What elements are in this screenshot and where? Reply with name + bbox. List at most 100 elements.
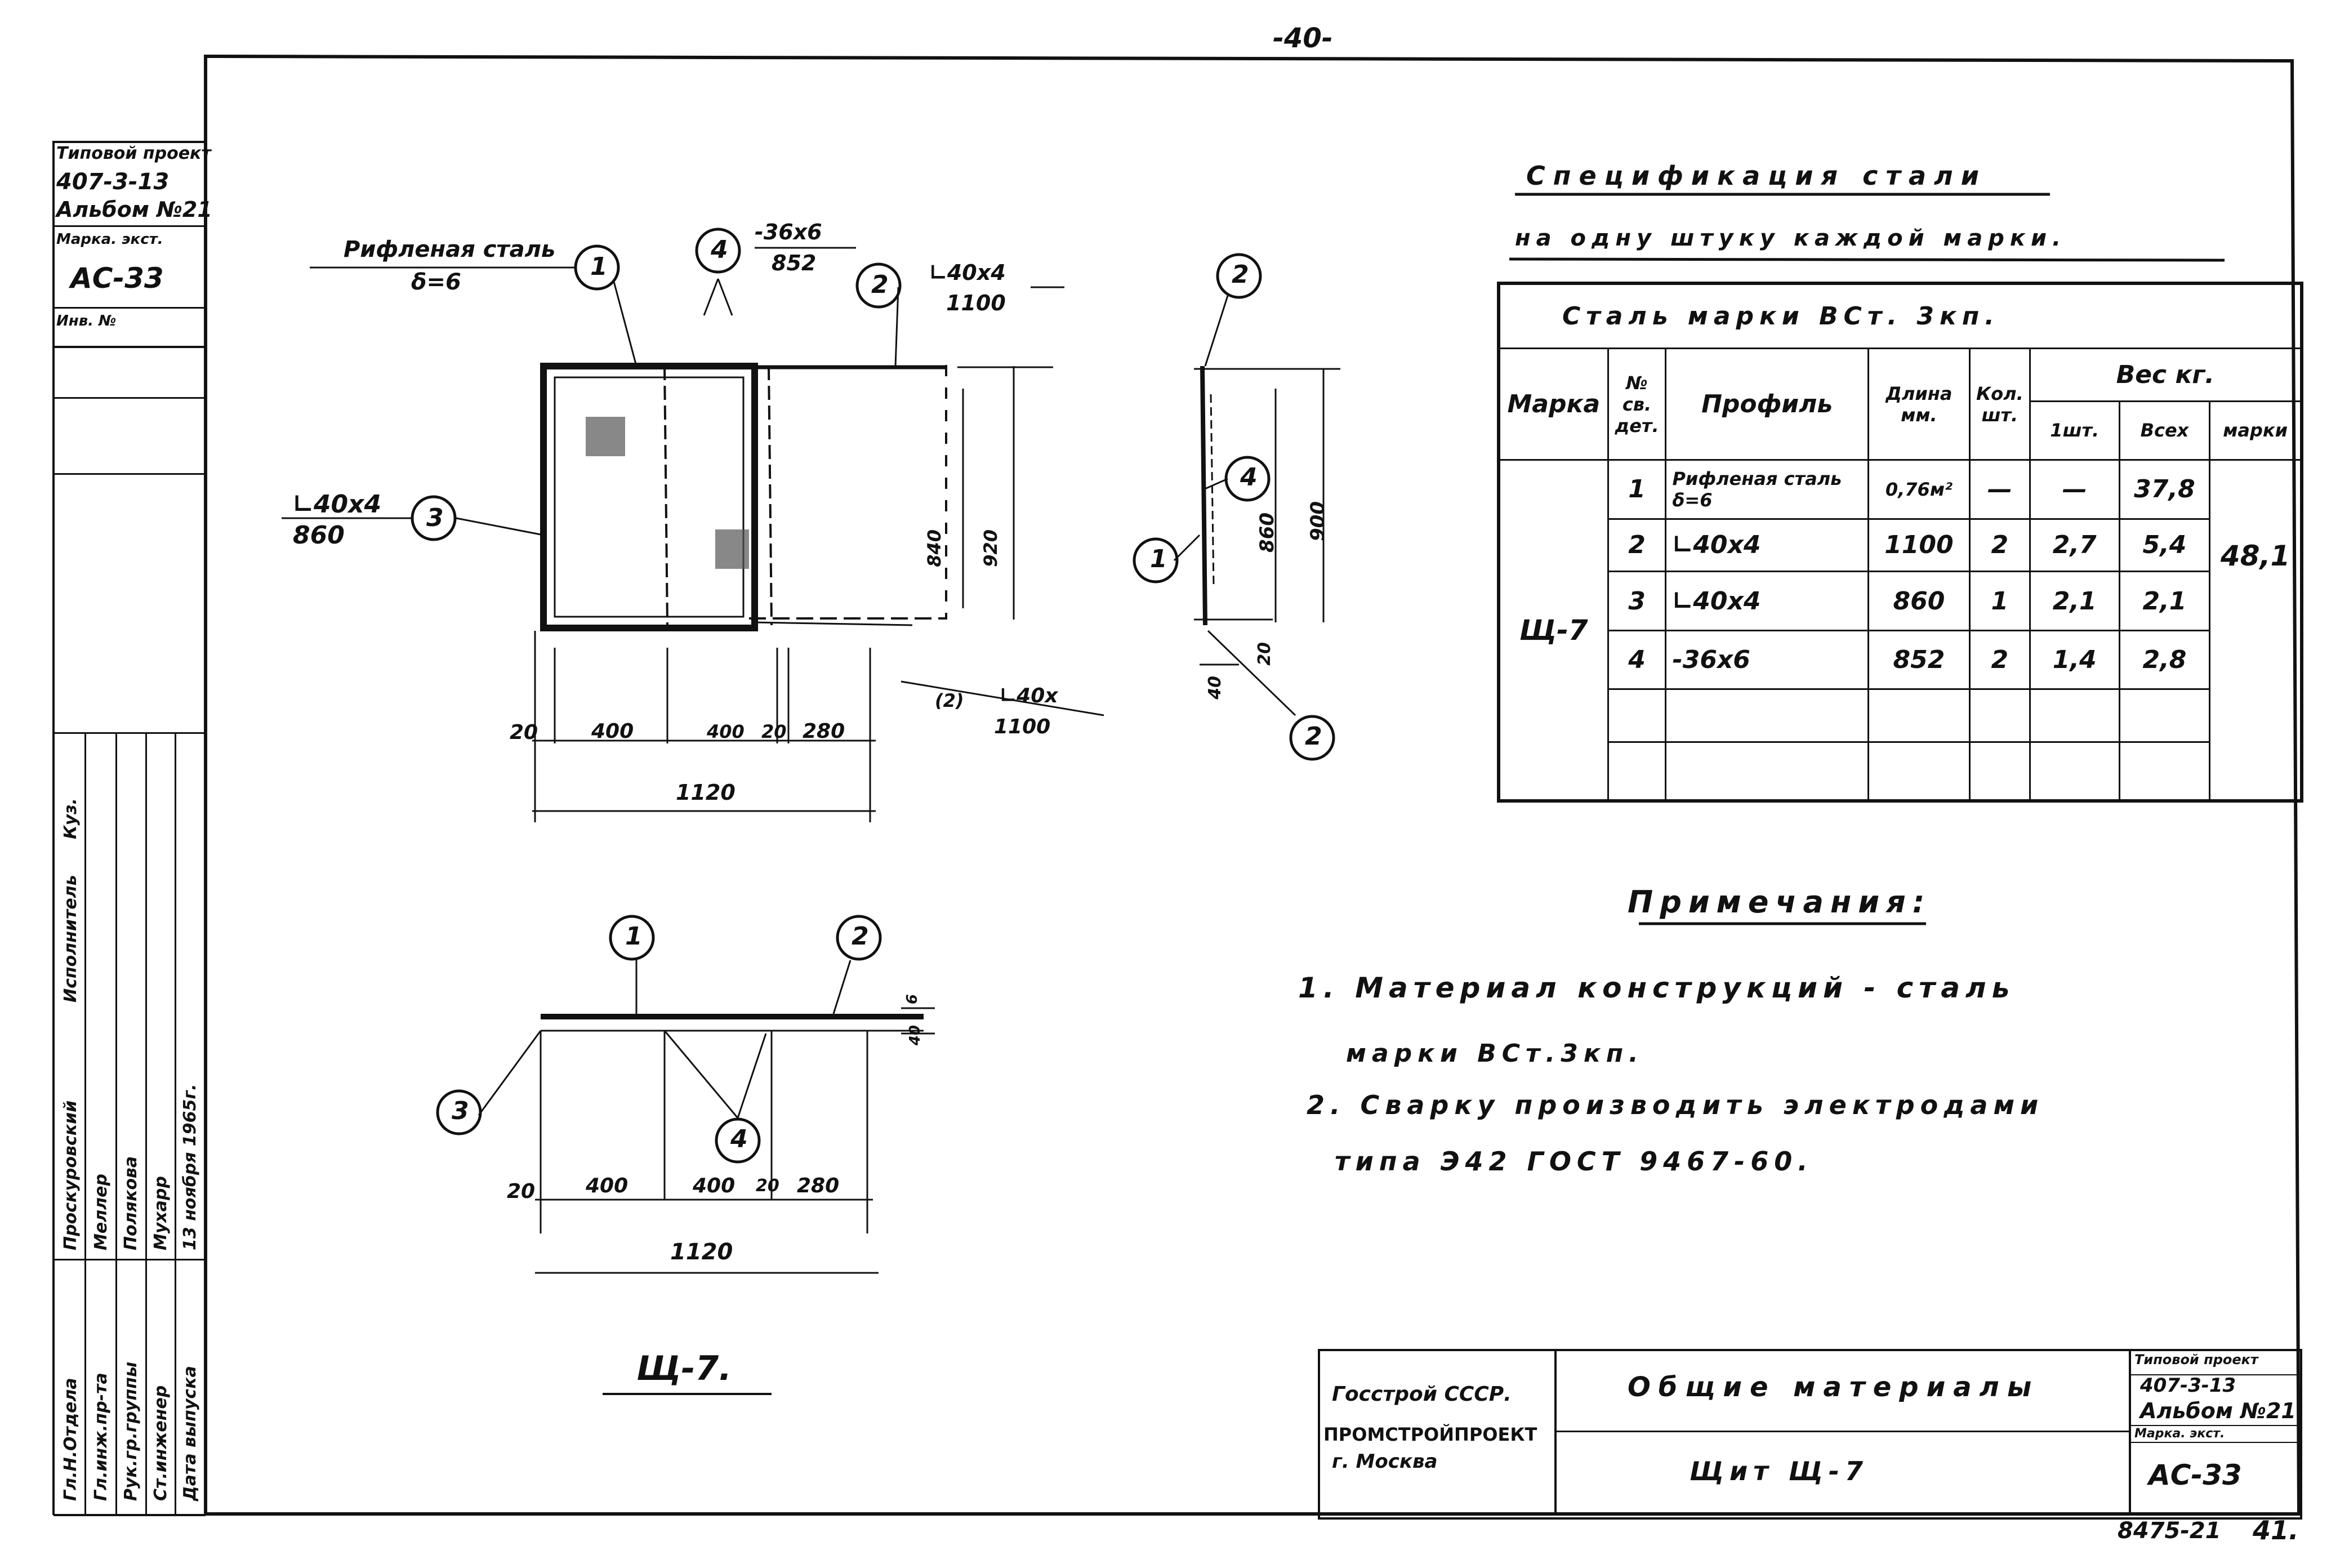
plan-dim-3: 400 <box>707 721 745 742</box>
plan-dim-1: 20 <box>510 721 538 744</box>
notes-title: Примечания: <box>1628 884 1932 920</box>
side-dim-860: 860 <box>1256 513 1278 553</box>
spec-h-qty: Кол. шт. <box>1968 348 2031 461</box>
title-block <box>1318 1349 2302 1520</box>
table-row: Щ-7 1 Рифленая сталь δ=6 0,76м² — — 37,8… <box>1497 459 2303 802</box>
spec-table: Сталь марки ВСт. 3кп. Марка № св. дет. П… <box>1497 282 2303 803</box>
side-num-1: 1 <box>1150 545 1167 573</box>
stamp-executor-name: Куз. <box>61 798 81 839</box>
footer-sheet: 41. <box>2253 1515 2299 1545</box>
spec-cell-profile: -36х6 <box>1665 629 1869 691</box>
notes-line-2: 2. Сварку производить электродами <box>1307 1090 2044 1120</box>
dim-840: 840 <box>924 529 945 567</box>
stamp-project: 407-3-13 <box>56 169 170 195</box>
spec-cell-n: 3 <box>1607 571 1667 631</box>
sheet-frame <box>204 54 2301 1516</box>
section-num-1: 1 <box>625 922 643 951</box>
section-num-4: 4 <box>730 1125 748 1153</box>
spec-cell-w1: 2,7 <box>2029 518 2120 573</box>
section-dim-4: 20 <box>756 1176 779 1196</box>
spec-cell-n: 2 <box>1607 518 1667 573</box>
tb-org-2: ПРОМСТРОЙПРОЕКТ <box>1323 1424 1537 1445</box>
plan-view <box>282 228 1104 822</box>
table-row: 2 ∟40х4 1100 2 2,7 5,4 <box>1499 518 2302 573</box>
spec-cell-profile: Рифленая сталь δ=6 <box>1665 459 1869 520</box>
spec-h-w-all: Всех <box>2118 400 2211 461</box>
tb-mark: АС-33 <box>2149 1459 2242 1491</box>
stamp-mark-label: Марка. экст. <box>56 231 163 248</box>
side-dim-900: 900 <box>1307 501 1329 541</box>
stamp-name-1: Проскуровский <box>61 1100 81 1250</box>
table-row: 4 -36х6 852 2 1,4 2,8 <box>1499 629 2302 691</box>
section-dim-1: 20 <box>507 1180 536 1203</box>
stamp-role-3: Рук.гр.группы <box>121 1361 141 1501</box>
spec-h-length: Длина мм. <box>1867 348 1971 461</box>
callout-1-sub: δ=6 <box>411 269 461 295</box>
tb-mark-label: Марка. экст. <box>2134 1427 2225 1441</box>
callout-4-num: 4 <box>711 235 728 264</box>
stamp-role-1: Гл.Н.Отдела <box>61 1378 81 1501</box>
side-dim-40: 40 <box>1205 676 1225 700</box>
spec-cell-wall: 37,8 <box>2118 459 2211 520</box>
stamp-name-5: 13 ноября 1965г. <box>180 1084 200 1251</box>
side-num-2-bot: 2 <box>1305 722 1322 751</box>
table-row <box>1499 741 2302 802</box>
section-dim-total: 1120 <box>670 1239 733 1265</box>
spec-h-mark: Марка <box>1497 348 1609 461</box>
spec-cell-qty: 1 <box>1968 571 2031 631</box>
spec-cell-profile: ∟40х4 <box>1665 571 1869 631</box>
page-number: -40- <box>1273 23 1333 54</box>
dim-920: 920 <box>980 529 1001 567</box>
stamp-name-3: Полякова <box>121 1156 141 1250</box>
spec-cell-wall: 5,4 <box>2118 518 2211 573</box>
callout-4-sub: 852 <box>772 251 817 275</box>
section-label: Щ-7. <box>636 1349 732 1388</box>
notes-line-1b: марки ВСт.3кп. <box>1346 1039 1644 1068</box>
spec-subtitle: на одну штуку каждой марки. <box>1515 225 2067 251</box>
spec-title: Спецификация стали <box>1526 161 1987 191</box>
spec-cell-qty: 2 <box>1968 629 2031 691</box>
callout-2b-num: (2) <box>935 690 964 711</box>
stamp-role-4: Ст.инженер <box>151 1385 171 1501</box>
table-row: 3 ∟40х4 860 1 2,1 2,1 <box>1499 571 2302 631</box>
plan-dim-total: 1120 <box>676 780 736 805</box>
spec-h-profile: Профиль <box>1665 348 1869 461</box>
plan-dim-5: 280 <box>803 720 845 743</box>
tb-subtitle: Щит Щ-7 <box>1690 1456 1869 1486</box>
footer-code: 8475-21 <box>2118 1518 2221 1544</box>
notes-line-2b: типа Э42 ГОСТ 9467-60. <box>1335 1146 1813 1177</box>
stamp-role-2: Гл.инж.пр-та <box>91 1373 111 1501</box>
spec-cell-w1: 2,1 <box>2029 571 2120 631</box>
stamp-mark: АС-33 <box>70 262 164 295</box>
tb-album: Альбом №21 <box>2140 1398 2296 1423</box>
spec-cell-n: 1 <box>1607 459 1667 520</box>
spec-cell-length: 860 <box>1867 571 1971 631</box>
stamp-executor-label: Исполнитель <box>61 875 81 1003</box>
spec-cell-qty: — <box>1968 459 2031 520</box>
notes-line-1: 1. Материал конструкций - сталь <box>1298 972 2016 1004</box>
side-dim-20: 20 <box>1255 642 1274 666</box>
tb-title: Общие материалы <box>1628 1371 2040 1403</box>
tb-proj-num: 407-3-13 <box>2140 1374 2236 1397</box>
plan-dim-4: 20 <box>761 721 787 742</box>
tb-org-3: г. Москва <box>1332 1450 1438 1473</box>
spec-h-w-piece: 1шт. <box>2029 400 2120 461</box>
callout-1-num: 1 <box>590 252 608 281</box>
spec-cell-profile: ∟40х4 <box>1665 518 1869 573</box>
section-num-3: 3 <box>452 1097 469 1125</box>
spec-cell-length: 0,76м² <box>1867 459 1971 520</box>
spec-cell-w1: 1,4 <box>2029 629 2120 691</box>
callout-3-num: 3 <box>426 504 444 532</box>
spec-cell-n: 4 <box>1607 629 1667 691</box>
tb-org-1: Госстрой СССР. <box>1332 1383 1512 1406</box>
callout-3-sub: 860 <box>293 521 345 550</box>
spec-cell-qty: 2 <box>1968 518 2031 573</box>
side-num-2-top: 2 <box>1232 260 1249 289</box>
side-view <box>1133 253 1340 761</box>
spec-mark-value: Щ-7 <box>1497 459 1609 802</box>
callout-1-text: Рифленая сталь <box>344 237 556 262</box>
section-dim-5: 280 <box>797 1174 840 1197</box>
spec-cell-w1: — <box>2029 459 2120 520</box>
spec-cell-length: 1100 <box>1867 518 1971 573</box>
section-dim-40: 40 <box>907 1025 924 1046</box>
